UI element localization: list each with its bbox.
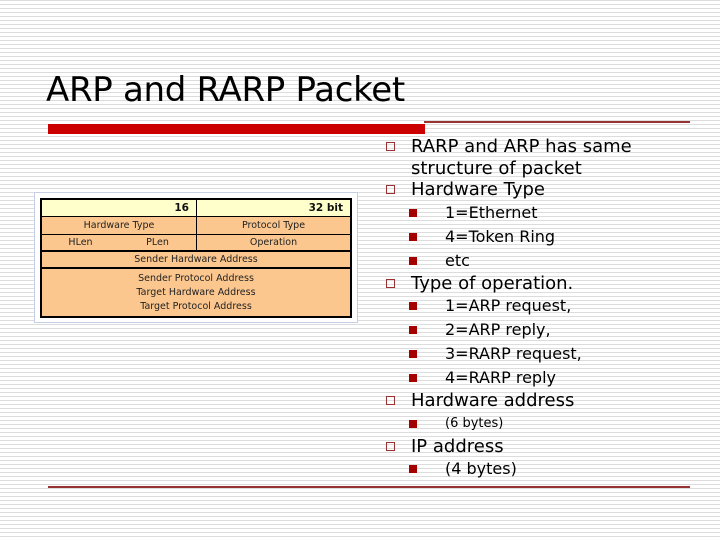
bullet-list: RARP and ARP has same structure of packe… bbox=[383, 136, 695, 481]
list-item: 2=ARP reply, bbox=[383, 318, 695, 342]
list-item: 1=ARP request, bbox=[383, 294, 695, 318]
length-cells: HLen PLen bbox=[42, 235, 197, 250]
target-protocol-label: Target Protocol Address bbox=[140, 301, 252, 313]
operation-cell: Operation bbox=[249, 237, 298, 248]
hardware-type-cell: Hardware Type bbox=[42, 217, 197, 234]
bullet-text: (6 bytes) bbox=[445, 415, 504, 431]
plen-cell: PLen bbox=[146, 237, 169, 248]
packet-table: 16 32 bit Hardware Type Protocol Type HL… bbox=[40, 198, 352, 318]
filled-square-bullet-icon bbox=[409, 326, 417, 334]
bullet-text: 2=ARP reply, bbox=[445, 320, 551, 339]
bit-ruler-row: 16 32 bit bbox=[42, 200, 350, 217]
filled-square-bullet-icon bbox=[409, 465, 417, 473]
hlen-cell: HLen bbox=[68, 237, 93, 248]
list-item: (6 bytes) bbox=[383, 412, 695, 436]
length-operation-row: HLen PLen Operation bbox=[42, 235, 350, 252]
list-item: etc bbox=[383, 249, 695, 273]
protocol-type-cell: Protocol Type bbox=[241, 220, 306, 231]
hardware-protocol-row: Hardware Type Protocol Type bbox=[42, 217, 350, 235]
bullet-text: Hardware address bbox=[411, 390, 575, 411]
list-item: 4=RARP reply bbox=[383, 366, 695, 390]
bullet-text: 4=RARP reply bbox=[445, 368, 556, 387]
sender-hardware-row: Sender Hardware Address bbox=[42, 252, 350, 269]
list-item: 3=RARP request, bbox=[383, 342, 695, 366]
bullet-text: 1=Ethernet bbox=[445, 202, 538, 222]
list-item: (4 bytes) bbox=[383, 457, 695, 481]
bullet-text: IP address bbox=[411, 435, 504, 457]
hollow-square-bullet-icon bbox=[386, 185, 395, 194]
list-item: Type of operation. bbox=[383, 273, 695, 295]
list-item: Hardware address bbox=[383, 390, 695, 412]
bullet-text: 4=Token Ring bbox=[445, 226, 556, 246]
hollow-square-bullet-icon bbox=[386, 396, 395, 405]
title-accent-bar bbox=[48, 124, 425, 134]
packet-diagram: 16 32 bit Hardware Type Protocol Type HL… bbox=[34, 192, 358, 323]
bullet-text: RARP and ARP has same structure of packe… bbox=[411, 136, 632, 179]
bullet-text: (4 bytes) bbox=[445, 459, 517, 478]
list-item: Hardware Type bbox=[383, 179, 695, 201]
footer-divider-line bbox=[48, 486, 690, 488]
filled-square-bullet-icon bbox=[409, 256, 417, 265]
hollow-square-bullet-icon bbox=[386, 278, 395, 288]
filled-square-bullet-icon bbox=[409, 350, 417, 358]
filled-square-bullet-icon bbox=[409, 302, 417, 310]
filled-square-bullet-icon bbox=[409, 374, 417, 382]
list-item: 1=Ethernet bbox=[383, 201, 695, 225]
hollow-square-bullet-icon bbox=[386, 441, 395, 451]
list-item: RARP and ARP has same structure of packe… bbox=[383, 136, 695, 179]
bit-ruler-32: 32 bit bbox=[308, 202, 343, 214]
address-group-row: Sender Protocol Address Target Hardware … bbox=[42, 269, 350, 316]
bullet-text: Type of operation. bbox=[411, 272, 574, 294]
bullet-text: 3=RARP request, bbox=[445, 344, 582, 363]
filled-square-bullet-icon bbox=[409, 208, 417, 217]
bit-ruler-16: 16 bbox=[42, 200, 197, 216]
bullet-text: 1=ARP request, bbox=[445, 296, 572, 315]
sender-protocol-label: Sender Protocol Address bbox=[138, 272, 254, 284]
hollow-square-bullet-icon bbox=[386, 142, 395, 151]
slide-title: ARP and RARP Packet bbox=[46, 70, 405, 110]
target-hardware-label: Target Hardware Address bbox=[136, 286, 256, 298]
bullet-text: Hardware Type bbox=[411, 179, 545, 200]
bullet-text: etc bbox=[445, 250, 470, 270]
filled-square-bullet-icon bbox=[409, 232, 417, 241]
list-item: IP address bbox=[383, 436, 695, 458]
title-accent-line bbox=[424, 121, 690, 123]
list-item: 4=Token Ring bbox=[383, 225, 695, 249]
filled-square-bullet-icon bbox=[409, 419, 417, 428]
